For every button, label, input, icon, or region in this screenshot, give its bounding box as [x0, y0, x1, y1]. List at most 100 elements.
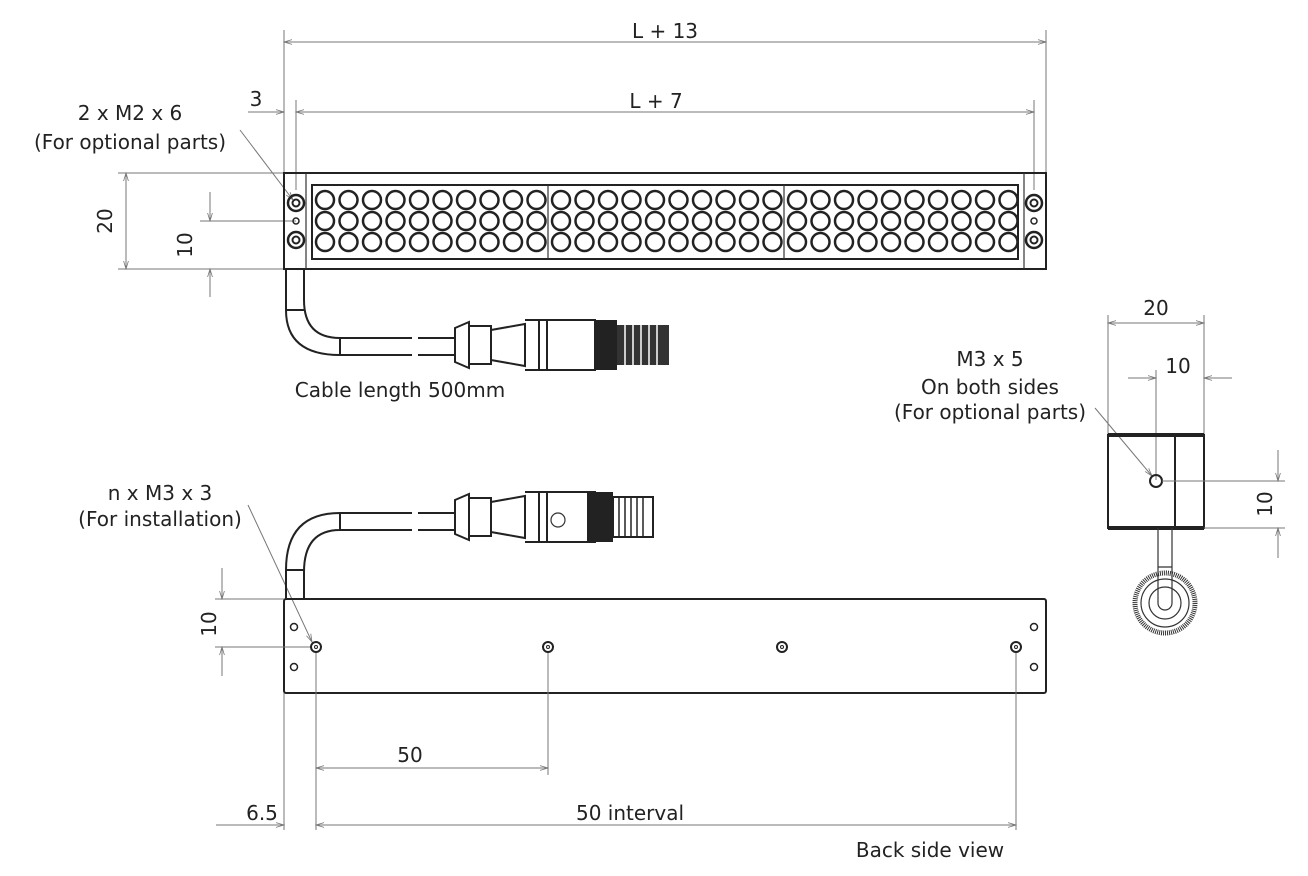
- led: [786, 231, 808, 253]
- led: [526, 231, 547, 253]
- led: [361, 231, 383, 253]
- screw-icon: [291, 235, 301, 245]
- led: [951, 210, 972, 232]
- led: [408, 210, 430, 232]
- dim-height: 20: [93, 208, 117, 233]
- installation-hole-icon: [1014, 645, 1018, 649]
- screw-icon: [289, 622, 299, 632]
- screw-icon: [291, 198, 301, 208]
- side-note-2: On both sides: [921, 375, 1059, 399]
- led: [668, 231, 689, 253]
- led: [927, 231, 949, 253]
- light-body: [283, 172, 1047, 270]
- led: [361, 210, 383, 232]
- led: [574, 210, 595, 232]
- screw-icon: [286, 193, 306, 213]
- screw-icon: [1029, 622, 1039, 632]
- led: [880, 189, 902, 211]
- led: [550, 189, 572, 211]
- screw-icon: [1029, 198, 1039, 208]
- led: [715, 210, 736, 232]
- led: [974, 210, 996, 232]
- screw-note-2: (For optional parts): [34, 130, 226, 154]
- led: [574, 189, 595, 211]
- led: [338, 210, 359, 232]
- led: [833, 189, 855, 211]
- led: [974, 189, 996, 211]
- led: [762, 231, 783, 253]
- side-view: 20 10 M3 x 5 On both sides (For optional…: [894, 296, 1285, 636]
- screw-icon: [286, 230, 306, 250]
- back-view: n x M3 x 3 (For installation) 10 50 6.5 …: [78, 481, 1047, 862]
- led: [691, 231, 713, 253]
- cable-end-icon: [1132, 528, 1198, 636]
- led: [880, 231, 902, 253]
- led: [550, 231, 572, 253]
- led: [479, 210, 500, 232]
- back-connector-icon: [454, 491, 654, 543]
- side-note-3: (For optional parts): [894, 400, 1086, 424]
- led: [927, 189, 949, 211]
- led: [338, 189, 359, 211]
- back-dim-vertical: 10: [197, 611, 221, 636]
- cable-note: Cable length 500mm: [295, 378, 505, 402]
- led: [857, 210, 878, 232]
- led: [738, 189, 760, 211]
- led: [762, 210, 783, 232]
- screw-icon: [289, 662, 299, 672]
- led: [762, 189, 783, 211]
- led: [385, 189, 406, 211]
- led: [479, 231, 500, 253]
- led: [857, 189, 878, 211]
- dim-overall: L + 13: [632, 19, 698, 43]
- led: [621, 231, 642, 253]
- led: [408, 231, 430, 253]
- led: [526, 210, 547, 232]
- led: [810, 189, 831, 211]
- led: [338, 231, 359, 253]
- led: [998, 189, 1019, 211]
- screw-icon: [1029, 235, 1039, 245]
- led: [786, 189, 808, 211]
- led: [904, 231, 925, 253]
- front-view: L + 13 L + 7 3 2 x M2 x 6 (For optional …: [34, 19, 1047, 402]
- led-array: [314, 189, 1019, 253]
- led: [597, 189, 619, 211]
- led: [408, 189, 430, 211]
- dim-offset: 3: [250, 87, 263, 111]
- led: [810, 210, 831, 232]
- led: [668, 189, 689, 211]
- side-note-1: M3 x 5: [956, 347, 1023, 371]
- led: [455, 210, 477, 232]
- led: [502, 210, 524, 232]
- installation-hole-icon: [546, 645, 550, 649]
- installation-holes: [289, 622, 1039, 672]
- back-body: [283, 598, 1047, 694]
- back-note-1: n x M3 x 3: [108, 481, 212, 505]
- led: [998, 231, 1019, 253]
- cable: [285, 269, 455, 356]
- led: [479, 189, 500, 211]
- led: [314, 231, 336, 253]
- led: [691, 210, 713, 232]
- screw-icon: [1024, 230, 1044, 250]
- led: [526, 189, 547, 211]
- mounting-screws: [286, 193, 1044, 250]
- back-dim-interval: 50 interval: [576, 801, 684, 825]
- led: [810, 231, 831, 253]
- installation-hole-icon: [780, 645, 784, 649]
- led: [314, 189, 336, 211]
- led: [786, 210, 808, 232]
- led: [715, 231, 736, 253]
- installation-hole-icon: [776, 641, 788, 653]
- screw-hole-icon: [292, 217, 300, 225]
- back-dim-edge: 6.5: [246, 801, 278, 825]
- screw-hole-icon: [1030, 217, 1038, 225]
- installation-hole-icon: [1010, 641, 1022, 653]
- led: [502, 189, 524, 211]
- led: [314, 210, 336, 232]
- led: [927, 210, 949, 232]
- side-dim-width: 20: [1143, 296, 1168, 320]
